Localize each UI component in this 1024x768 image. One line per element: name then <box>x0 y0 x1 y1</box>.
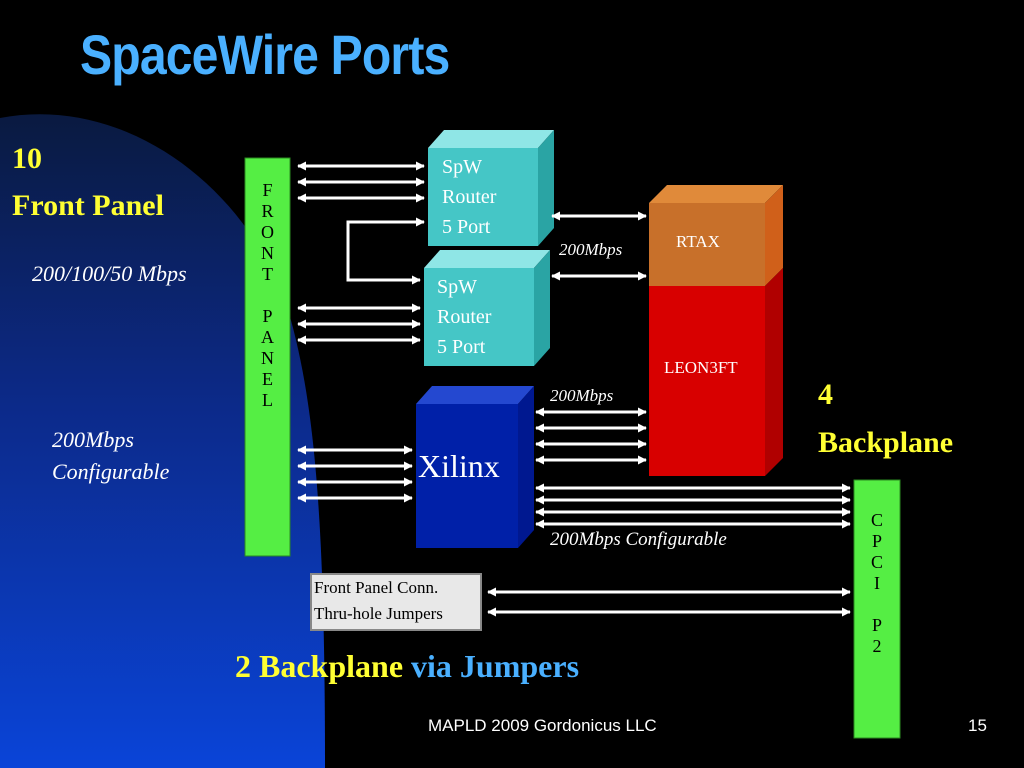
xilinx-leon-speed: 200Mbps <box>550 386 614 405</box>
arrows-front-router1 <box>297 161 425 203</box>
bottom-caption-suffix: via Jumpers <box>411 648 580 684</box>
front-panel-count: 10 <box>12 142 42 175</box>
cpci-letter: P <box>871 615 882 635</box>
leon-label: LEON3FT <box>664 358 738 377</box>
backplane-speed: 200Mbps Configurable <box>550 529 727 550</box>
cpci-letter: P <box>871 531 882 551</box>
page-number: 15 <box>968 716 987 735</box>
router-1-line: Router <box>442 186 497 208</box>
front-panel-letter: F <box>262 180 273 200</box>
bottom-caption-prefix: 2 Backplane <box>235 648 404 684</box>
front-panel-letter: R <box>261 201 274 221</box>
front-panel-letter: P <box>262 306 273 326</box>
front-panel-bar <box>244 157 291 557</box>
configurable-word: Configurable <box>52 459 170 484</box>
front-panel-speed: 200/100/50 Mbps <box>32 261 187 286</box>
arrows-xilinx-leon <box>535 407 647 465</box>
xilinx-label: Xilinx <box>418 448 500 484</box>
router-2-block <box>424 250 550 366</box>
arrows-xilinx-cpci <box>535 483 851 529</box>
front-panel-letter: N <box>261 348 274 368</box>
front-panel-letter: O <box>261 222 274 242</box>
rtax-leon-block <box>649 185 783 476</box>
cpci-letter: 2 <box>872 636 882 656</box>
jumper-line-1: Front Panel Conn. <box>314 578 439 597</box>
arrows-front-router2 <box>297 303 421 345</box>
front-panel-letter: A <box>261 327 274 347</box>
front-panel-letter: E <box>262 369 273 389</box>
jumper-box: Front Panel Conn. Thru-hole Jumpers <box>310 573 482 631</box>
router-1-line: 5 Port <box>442 216 491 238</box>
configurable-speed: 200Mbps <box>52 427 134 452</box>
cpci-letter: C <box>870 510 883 530</box>
cpci-letters: C P C I P 2 <box>854 510 900 657</box>
footer-text: MAPLD 2009 Gordonicus LLC <box>428 716 657 735</box>
bottom-caption: 2 Backplane via Jumpers <box>235 648 579 685</box>
router-2-label: SpW Router 5 Port <box>437 272 491 362</box>
xilinx-block <box>416 386 534 548</box>
router-2-line: Router <box>437 306 492 328</box>
front-panel-letters: F R O N T P A N E L <box>245 180 290 411</box>
cpci-letter: C <box>870 552 883 572</box>
router-1-label: SpW Router 5 Port <box>442 152 496 242</box>
router-rtax-speed: 200Mbps <box>559 240 623 259</box>
rtax-label: RTAX <box>676 232 720 251</box>
front-panel-letter: N <box>261 243 274 263</box>
router-2-line: 5 Port <box>437 336 486 358</box>
front-panel-letter: T <box>262 264 273 284</box>
cpci-letter: I <box>874 573 880 593</box>
arrows-front-xilinx <box>297 445 413 503</box>
slide-title: SpaceWire Ports <box>80 23 450 86</box>
router-1-block <box>428 130 554 246</box>
backplane-label: Backplane <box>818 426 954 459</box>
front-panel-label: Front Panel <box>12 189 164 222</box>
jumper-line-2: Thru-hole Jumpers <box>314 604 443 623</box>
arrows-jumpers-cpci <box>487 587 851 617</box>
backplane-count: 4 <box>818 378 833 411</box>
router-1-line: SpW <box>442 156 482 178</box>
background-blue-arc <box>0 114 325 768</box>
cpci-bar <box>853 479 901 739</box>
arrow-router1-router2 <box>346 217 425 285</box>
front-panel-letter: L <box>262 390 273 410</box>
router-2-line: SpW <box>437 276 477 298</box>
arrows-router-rtax <box>551 211 647 281</box>
